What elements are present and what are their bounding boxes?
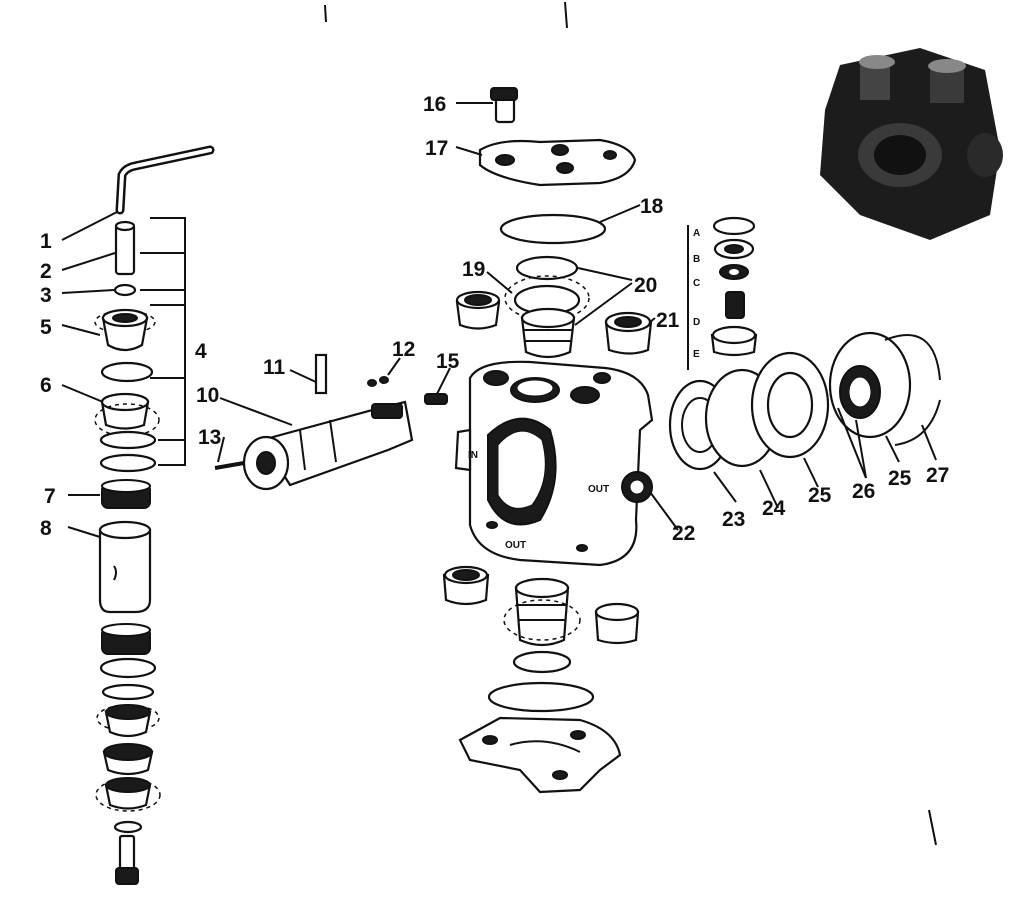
retaining-screw [424,393,448,405]
seal-ring [99,657,157,679]
kit-letter-c: C [693,278,700,289]
callout-23: 23 [722,508,745,531]
kit-letter-e: E [693,349,700,360]
body-mark-in: IN [468,450,478,461]
seal-ring [100,361,154,383]
callout-1: 1 [40,230,52,253]
callout-27: 27 [926,464,949,487]
top-cover-plate [478,138,637,187]
callout-11: 11 [263,356,286,379]
callout-10: 10 [196,384,219,407]
callout-5: 5 [40,316,52,339]
valve-seat [520,316,576,359]
seal-ring [512,650,572,674]
small-o-ring [113,820,143,834]
callout-25: 25 [808,484,832,507]
valve-cup [455,300,501,330]
body-mark-out-right: OUT [588,484,609,495]
callouts: 1 2 3 5 4 6 7 8 10 11 12 13 15 16 17 18 … [40,93,949,545]
kit-letter-a: A [693,228,700,239]
callout-19: 19 [462,258,485,281]
small-o-ring [113,283,137,297]
spool-assembly [214,353,448,491]
seal-ring [515,255,579,281]
assembled-valve-image [820,48,1003,240]
kit-spring [725,291,745,319]
kit-letter-b: B [693,254,700,265]
cover-gasket [499,213,607,245]
callout-16: 16 [423,93,446,116]
callout-20: 20 [634,274,657,297]
pin [367,379,377,387]
callout-4: 4 [195,340,207,363]
callout-8: 8 [40,517,52,540]
scan-mark [564,1,568,29]
washer [99,453,157,473]
callout-12: 12 [392,338,415,361]
bottom-gasket [487,681,595,713]
valve-seat [514,586,570,647]
callout-24: 24 [762,497,786,520]
washer [101,683,155,701]
roll-pin [314,353,328,395]
scan-mark [928,809,937,846]
callout-22: 22 [672,522,695,545]
cap-screw [114,222,136,276]
callout-26: 26 [852,480,875,503]
callout-18: 18 [640,195,664,218]
callout-21: 21 [656,309,680,332]
leader-lines [61,102,937,538]
callout-13: 13 [198,426,221,449]
callout-6: 6 [40,374,52,397]
body-mark-out-bottom: OUT [505,540,526,551]
top-cover-assembly [478,87,637,245]
callout-25b: 25 [888,467,912,490]
callout-17: 17 [425,137,448,160]
kit-a-e: A B C D E [687,216,758,370]
scan-mark [324,4,327,23]
callout-2: 2 [40,260,52,283]
upper-valve-parts [455,255,653,359]
callout-15: 15 [436,350,460,373]
kit-letter-d: D [693,317,700,328]
washer [99,430,157,450]
yoke [98,528,152,614]
snap-ring [884,334,941,381]
bottom-cover-plate [458,716,622,794]
left-valve-stack [94,145,215,885]
valve-body: IN OUT OUT [454,360,654,567]
callout-7: 7 [44,485,56,508]
rotor-stack [668,331,941,471]
lower-valve-parts [442,565,640,794]
kit-seal-ring [712,216,756,236]
callout-3: 3 [40,284,52,307]
